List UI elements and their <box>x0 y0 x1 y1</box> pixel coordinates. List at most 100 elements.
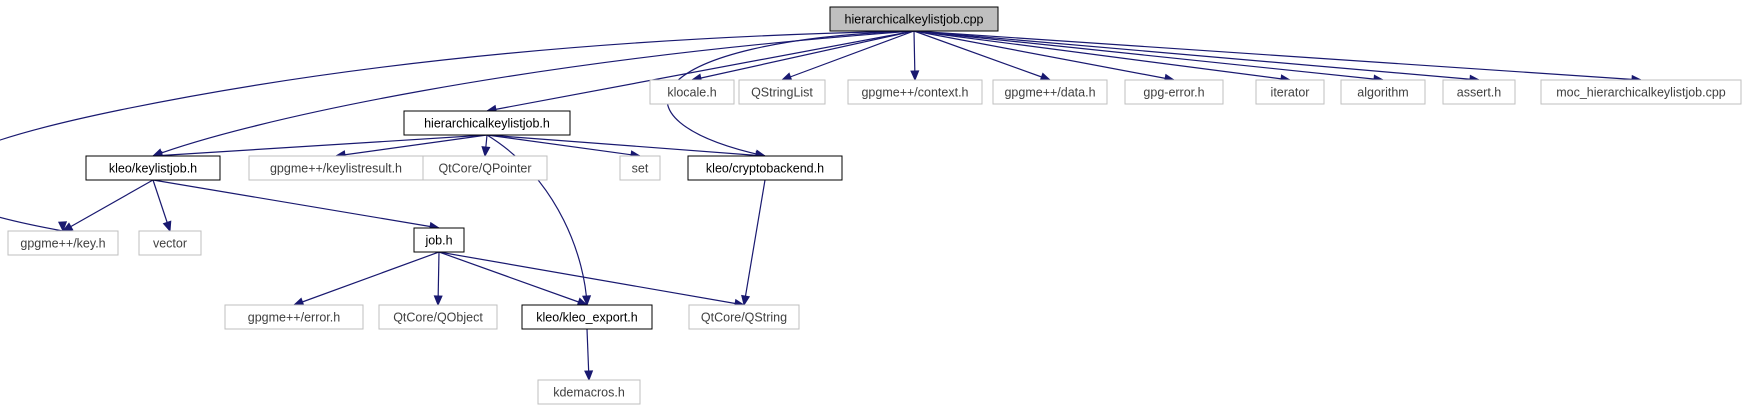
node-context-label: gpgme++/context.h <box>861 86 968 100</box>
node-data: gpgme++/data.h <box>992 79 1108 105</box>
node-qstring-box <box>688 304 800 330</box>
edge-root-to-iterator <box>913 30 1291 81</box>
node-key-box <box>7 230 119 256</box>
node-qstring-label: QtCore/QString <box>701 311 787 325</box>
edge-root-to-klocale <box>691 30 915 81</box>
node-job-label: job.h <box>424 234 452 248</box>
edge-cryptobackend-to-qstring <box>743 179 766 306</box>
node-kdemacros-label: kdemacros.h <box>553 386 625 400</box>
node-klocale: klocale.h <box>649 79 735 105</box>
node-error: gpgme++/error.h <box>224 304 364 330</box>
node-hkj_h-label: hierarchicalkeylistjob.h <box>424 117 550 131</box>
node-error-box <box>224 304 364 330</box>
arrowhead-root-to-context <box>910 70 920 82</box>
node-kdemacros: kdemacros.h <box>537 379 641 405</box>
node-kleoexport-label: kleo/kleo_export.h <box>536 311 638 325</box>
node-set-box <box>619 155 661 181</box>
edge-root-to-moc <box>913 30 1642 81</box>
edge-keylistjob-to-job <box>152 179 440 229</box>
edge-job-to-error <box>293 251 440 306</box>
arrowhead-job-to-qobject <box>433 295 443 307</box>
arrowhead-kleoexport-to-kdemacros <box>584 370 594 382</box>
edge-root-to-hkj_h <box>486 30 915 112</box>
node-keylistjob[interactable]: kleo/keylistjob.h <box>85 155 221 181</box>
node-qobject-label: QtCore/QObject <box>393 311 483 325</box>
node-qstringlist: QStringList <box>738 79 826 105</box>
node-context-box <box>847 79 983 105</box>
node-kleoexport[interactable]: kleo/kleo_export.h <box>521 304 653 330</box>
node-klocale-box <box>649 79 735 105</box>
edge-root-to-algorithm <box>913 30 1384 81</box>
node-cryptobackend[interactable]: kleo/cryptobackend.h <box>687 155 843 181</box>
node-qobject: QtCore/QObject <box>378 304 498 330</box>
node-gpgerror-box <box>1124 79 1224 105</box>
edge-root-to-key <box>0 30 915 232</box>
edges-layer <box>0 30 1643 382</box>
node-context: gpgme++/context.h <box>847 79 983 105</box>
edge-hkj_h-to-cryptobackend <box>486 134 766 157</box>
node-iterator: iterator <box>1255 79 1325 105</box>
edge-job-to-kleoexport <box>438 251 588 306</box>
node-vector: vector <box>138 230 202 256</box>
edge-root-to-gpgerror <box>913 30 1175 81</box>
node-qstringlist-box <box>738 79 826 105</box>
node-algorithm-label: algorithm <box>1357 86 1408 100</box>
arrowhead-hkj_h-to-kleoexport <box>582 295 592 307</box>
node-vector-box <box>138 230 202 256</box>
arrowhead-root-to-key <box>57 221 68 233</box>
arrowhead-root-to-qstringlist <box>780 72 793 81</box>
edge-hkj_h-to-set <box>486 134 641 157</box>
node-key: gpgme++/key.h <box>7 230 119 256</box>
node-key-label: gpgme++/key.h <box>20 237 105 251</box>
nodes-layer: hierarchicalkeylistjob.cpp hierarchicalke… <box>7 6 1742 405</box>
node-qpointer-box <box>422 155 548 181</box>
node-assert-box <box>1442 79 1516 105</box>
node-hkj_h[interactable]: hierarchicalkeylistjob.h <box>403 110 571 136</box>
edge-root-to-qstringlist <box>781 30 915 81</box>
node-gpgerror-label: gpg-error.h <box>1143 86 1204 100</box>
arrowhead-keylistjob-to-key <box>61 222 74 232</box>
node-keylistresult: gpgme++/keylistresult.h <box>248 155 424 181</box>
edge-hkj_h-to-keylistresult <box>335 134 488 157</box>
edge-keylistjob-to-key <box>62 179 154 232</box>
node-moc-box <box>1540 79 1742 105</box>
node-set: set <box>619 155 661 181</box>
node-algorithm-box <box>1340 79 1426 105</box>
node-root[interactable]: hierarchicalkeylistjob.cpp <box>829 6 999 32</box>
arrowhead-job-to-error <box>292 297 305 307</box>
node-data-label: gpgme++/data.h <box>1004 86 1095 100</box>
arrowhead-hkj_h-to-qpointer <box>481 146 491 158</box>
edge-root-to-assert <box>913 30 1480 81</box>
arrowhead-keylistjob-to-vector <box>162 220 172 233</box>
node-qstring: QtCore/QString <box>688 304 800 330</box>
node-algorithm: algorithm <box>1340 79 1426 105</box>
node-keylistjob-box <box>85 155 221 181</box>
node-qpointer: QtCore/QPointer <box>422 155 548 181</box>
arrowhead-cryptobackend-to-qstring <box>741 294 751 307</box>
node-assert-label: assert.h <box>1457 86 1502 100</box>
node-qobject-box <box>378 304 498 330</box>
node-keylistresult-label: gpgme++/keylistresult.h <box>270 162 402 176</box>
node-assert: assert.h <box>1442 79 1516 105</box>
node-cryptobackend-box <box>687 155 843 181</box>
node-root-label: hierarchicalkeylistjob.cpp <box>845 13 984 27</box>
node-qstringlist-label: QStringList <box>751 86 813 100</box>
node-job[interactable]: job.h <box>413 227 465 253</box>
edge-hkj_h-to-kleoexport <box>486 134 588 306</box>
node-keylistjob-label: kleo/keylistjob.h <box>109 162 197 176</box>
node-klocale-label: klocale.h <box>667 86 716 100</box>
node-root-box <box>829 6 999 32</box>
node-cryptobackend-label: kleo/cryptobackend.h <box>706 162 824 176</box>
edge-hkj_h-to-keylistjob <box>152 134 488 157</box>
node-iterator-label: iterator <box>1271 86 1310 100</box>
node-job-box <box>413 227 465 253</box>
edge-root-to-keylistjob <box>152 30 915 157</box>
edge-root-to-data <box>913 30 1051 81</box>
node-qpointer-label: QtCore/QPointer <box>438 162 531 176</box>
node-error-label: gpgme++/error.h <box>248 311 340 325</box>
node-kleoexport-box <box>521 304 653 330</box>
node-hkj_h-box <box>403 110 571 136</box>
edge-job-to-qstring <box>438 251 745 306</box>
arrowhead-root-to-data <box>1039 72 1052 82</box>
